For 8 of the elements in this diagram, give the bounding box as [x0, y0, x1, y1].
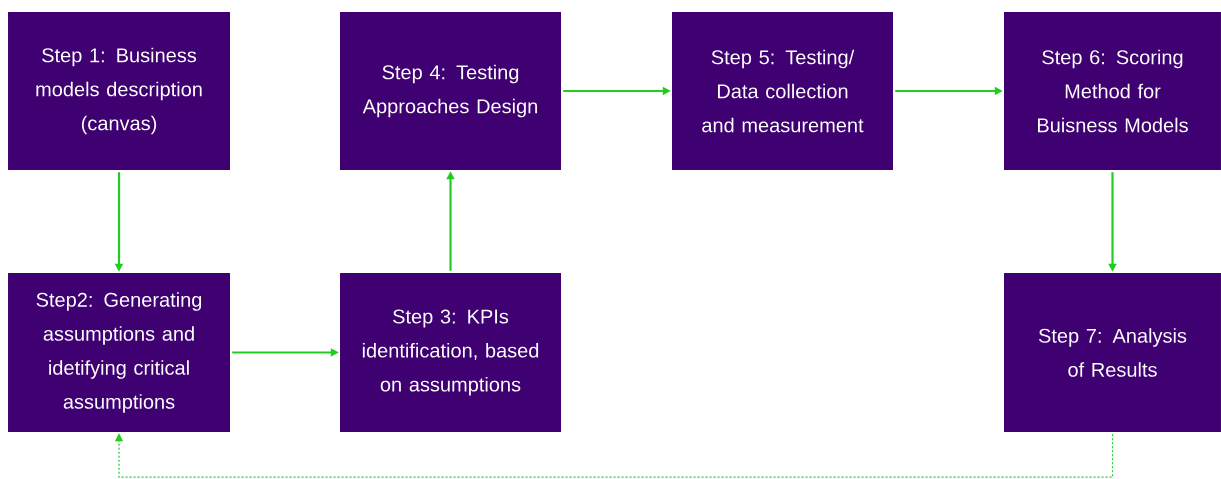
step-box: Step 6: Scoring Method for Buisness Models: [1004, 12, 1221, 170]
step-box: Step 5: Testing/ Data collection and measurement: [672, 12, 893, 170]
step-box: Step 3: KPIs identification, based on assumptions: [340, 273, 561, 432]
arrow: [114, 433, 1114, 478]
step-box: Step 4: Testing Approaches Design: [340, 12, 561, 170]
step-box: Step 1: Business models description (canvas): [8, 12, 230, 170]
step-box: Step2: Generating assumptions and idetifying critical assumptions: [8, 273, 230, 432]
step-box: Step 7: Analysis of Results: [1004, 273, 1221, 432]
